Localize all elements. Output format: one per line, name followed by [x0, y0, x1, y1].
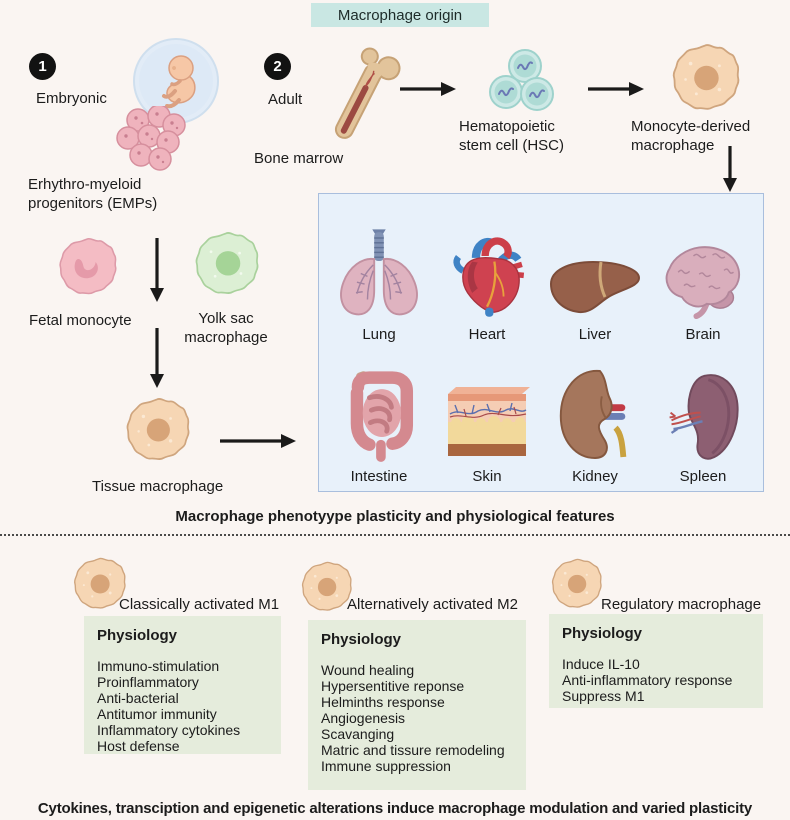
list-item: Helminths response	[321, 694, 445, 710]
yolk-sac-label: Yolk sac macrophage	[184, 310, 268, 346]
bone-marrow-label: Bone marrow	[254, 150, 344, 167]
arrow-hsc-to-macrophage	[588, 82, 644, 96]
list-item: Proinflammatory	[97, 674, 199, 690]
organ-label-skin: Skin	[472, 468, 502, 485]
arrow-macrophage-to-organs	[723, 146, 737, 192]
list-item: Angiogenesis	[321, 710, 406, 726]
organ-label-spleen: Spleen	[679, 468, 727, 485]
m2-physiology-list: Wound healing Hypersentitive reponse Hel…	[321, 662, 518, 774]
organ-panel: Lung Heart	[318, 193, 764, 492]
embryo-icon	[133, 38, 219, 124]
tissue-macrophage-label: Tissue macrophage	[92, 478, 224, 495]
list-item: Hypersentitive reponse	[321, 678, 465, 694]
fetal-monocyte-icon	[59, 237, 117, 295]
organ-label-lung: Lung	[362, 325, 396, 343]
list-item: Host defense	[97, 738, 180, 754]
panel-caption: Macrophage phenotyype plasticity and phy…	[175, 508, 615, 525]
step-2-badge: 2	[264, 53, 291, 80]
step-1-number: 1	[38, 58, 47, 75]
regulatory-title: Regulatory macrophage	[601, 596, 762, 613]
m1-title: Classically activated M1	[119, 596, 280, 613]
organ-label-brain: Brain	[685, 325, 721, 343]
list-item: Induce IL-10	[562, 656, 640, 672]
organ-heart: Heart	[433, 204, 541, 343]
organ-brain: Brain	[649, 204, 757, 343]
spleen-icon	[661, 366, 745, 462]
heart-icon	[441, 224, 533, 320]
step-1-badge: 1	[29, 53, 56, 80]
organ-label-heart: Heart	[468, 325, 506, 343]
list-item: Anti-bacterial	[97, 690, 179, 706]
kidney-icon	[551, 366, 639, 462]
m1-physiology-list: Immuno-stimulation Proinflammatory Anti-…	[97, 658, 273, 754]
title-banner: Macrophage origin	[311, 3, 489, 27]
hsc-icon	[489, 49, 554, 111]
m2-physiology-box: Physiology Wound healing Hypersentitive …	[308, 620, 526, 790]
hsc-label: Hematopoietic stem cell (HSC)	[459, 118, 565, 154]
adult-label: Adult	[268, 91, 303, 108]
figure-title: Macrophage origin	[337, 6, 463, 24]
m2-title: Alternatively activated M2	[347, 596, 518, 613]
list-item: Inflammatory cytokines	[97, 722, 241, 738]
emp-cells-icon	[116, 106, 186, 171]
monocyte-derived-label: Monocyte-derived macrophage	[631, 118, 751, 154]
fetal-monocyte-label: Fetal monocyte	[29, 312, 132, 329]
organ-intestine: Intestine	[325, 347, 433, 485]
organ-skin: Skin	[433, 347, 541, 485]
list-item: Scavanging	[321, 726, 395, 742]
emp-label: Erhythro-myeloid progenitors (EMPs)	[28, 176, 158, 212]
monocyte-derived-macrophage-icon	[672, 44, 740, 110]
liver-icon	[545, 224, 645, 320]
arrow-emp-to-tissue-1	[150, 238, 164, 302]
regulatory-physiology-heading: Physiology	[562, 625, 643, 642]
skin-icon	[442, 366, 532, 462]
lung-icon	[331, 224, 427, 320]
tissue-macrophage-icon	[126, 398, 190, 460]
list-item: Immuno-stimulation	[97, 658, 220, 674]
list-item: Immune suppression	[321, 758, 451, 774]
organ-lung: Lung	[325, 204, 433, 343]
regulatory-physiology-box: Physiology Induce IL-10 Anti-inflammator…	[549, 614, 763, 708]
intestine-icon	[333, 366, 425, 462]
yolk-sac-macrophage-icon	[195, 232, 259, 294]
section-divider	[0, 534, 790, 536]
m2-macrophage-icon	[301, 561, 352, 611]
embryonic-label: Embryonic	[36, 90, 107, 107]
organ-liver: Liver	[541, 204, 649, 343]
organ-label-kidney: Kidney	[572, 468, 618, 485]
regulatory-physiology-list: Induce IL-10 Anti-inflammatory response …	[562, 656, 755, 704]
organ-kidney: Kidney	[541, 347, 649, 485]
brain-icon	[655, 224, 751, 320]
step-2-number: 2	[273, 58, 282, 75]
organ-label-intestine: Intestine	[350, 468, 408, 485]
list-item: Wound healing	[321, 662, 415, 678]
m1-physiology-heading: Physiology	[97, 627, 178, 644]
bottom-caption: Cytokines, transciption and epigenetic a…	[37, 800, 753, 817]
list-item: Matric and tissure remodeling	[321, 742, 505, 758]
organ-label-liver: Liver	[578, 325, 612, 343]
arrow-tissue-to-organs	[220, 434, 296, 448]
list-item: Suppress M1	[562, 688, 645, 704]
organ-spleen: Spleen	[649, 347, 757, 485]
list-item: Anti-inflammatory response	[562, 672, 733, 688]
arrow-bone-to-hsc	[400, 82, 456, 96]
bone-marrow-icon	[334, 47, 401, 139]
m1-physiology-box: Physiology Immuno-stimulation Proinflamm…	[84, 616, 281, 754]
arrow-emp-to-tissue-2	[150, 328, 164, 388]
m2-physiology-heading: Physiology	[321, 631, 402, 648]
regulatory-macrophage-icon	[551, 558, 602, 608]
list-item: Antitumor immunity	[97, 706, 217, 722]
